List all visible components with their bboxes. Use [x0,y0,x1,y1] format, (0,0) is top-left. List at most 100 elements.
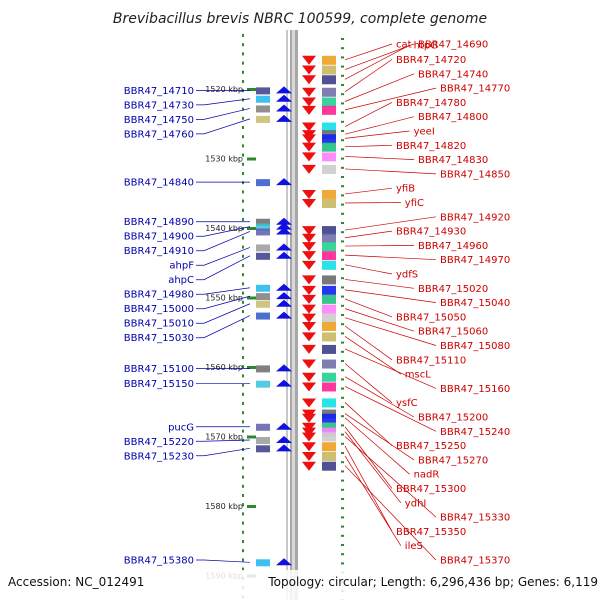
left-gene-leader [196,287,251,295]
right-gene-arrow [302,451,316,461]
right-gene-label: ydfS [396,270,418,281]
ruler-dot [242,392,244,396]
right-gene-leader [344,230,393,239]
right-gene-arrow [302,260,316,270]
left-gene-arrow [276,251,292,259]
track-dot [341,139,344,142]
right-gene-arrow [302,382,316,392]
right-gene-swatch [322,451,336,461]
right-gene-swatch [322,75,336,85]
right-gene-label: BBR47_15250 [396,441,466,452]
right-gene-swatch [322,285,336,295]
right-gene-label: BBR47_14960 [418,241,488,252]
ruler-dot [242,420,244,424]
tick-mark [247,296,256,300]
right-gene-swatch [322,422,336,432]
ruler-dot [242,475,244,479]
topology-text: Topology: circular; Length: 6,296,436 bp… [267,575,598,589]
right-gene-leader [344,59,393,93]
map-title: Brevibacillus brevis NBRC 100599, comple… [113,11,487,27]
track-dot [341,498,344,500]
right-gene-swatch [322,97,336,107]
left-gene-leader [196,315,251,339]
left-gene-label: BBR47_15000 [124,304,194,315]
left-gene-swatch [256,115,270,123]
right-gene-swatch [322,359,336,369]
track-dot [341,406,344,408]
right-gene-arrow [302,313,316,323]
right-gene-arrow [302,65,316,75]
ruler-dot [242,107,244,111]
right-gene-arrow [302,442,316,452]
left-gene-label: BBR47_14750 [124,115,194,126]
right-gene-arrow [302,251,316,261]
left-gene-leader [196,98,251,106]
right-gene-label: BBR47_15300 [396,484,466,495]
ruler-dot [242,466,244,470]
right-gene-arrow [302,189,316,199]
left-gene-swatch [256,244,270,252]
left-gene-label: BBR47_15150 [124,379,194,390]
track-dot [341,38,344,40]
right-gene-label: BBR47_14740 [418,69,488,80]
tick-label: 1530 kbp [205,155,243,164]
right-gene-label: BBR47_15370 [440,556,510,567]
tick-mark [247,157,256,161]
right-gene-leader [344,417,410,475]
track-dot [341,516,344,519]
left-gene-label: BBR47_15220 [124,437,194,448]
ruler-dot [242,494,244,497]
left-gene-label: pucG [168,422,194,433]
right-gene-label: ileS [405,541,423,552]
right-gene-swatch [322,122,336,132]
left-gene-arrow [276,114,292,122]
right-gene-arrow [302,55,316,65]
right-gene-swatch [322,105,336,115]
right-gene-leader [344,325,393,361]
right-gene-label: BBR47_15330 [440,513,510,524]
right-gene-swatch [322,398,336,408]
left-gene-arrow [276,299,292,307]
right-gene-label: cat [396,40,412,51]
right-gene-label: ysfC [396,398,418,409]
track-dot [341,102,344,105]
track-dot [341,525,344,528]
right-gene-leader [344,102,393,127]
track-dot [341,194,344,197]
left-gene-arrow [276,292,292,300]
tick-mark [247,88,256,91]
track-dot [341,120,344,123]
right-gene-arrow [302,97,316,107]
right-gene-swatch [322,189,336,199]
right-gene-leader [344,376,415,418]
ruler-dot [242,503,244,507]
left-gene-swatch [256,445,270,453]
right-gene-label: BBR47_14830 [418,155,488,166]
left-gene-label: BBR47_14840 [124,178,194,189]
tick-mark [247,366,256,369]
right-gene-label: BBR47_15040 [440,298,510,309]
right-gene-label: BBR47_15020 [418,284,488,295]
track-dot [341,240,344,243]
right-gene-swatch [322,152,336,162]
right-gene-label: BBR47_14720 [396,55,466,66]
left-gene-swatch [256,95,270,103]
track-dot [341,424,344,427]
right-gene-leader [344,264,393,275]
track-dot [341,148,344,151]
track-dot [341,222,344,224]
right-gene-label: BBR47_15270 [418,455,488,466]
ruler-dot [242,337,244,341]
track-dot [341,415,344,418]
right-gene-arrow [302,285,316,295]
track-dot [341,461,344,464]
track-dot [341,314,344,316]
left-gene-leader [196,108,251,120]
right-gene-leader [344,144,393,148]
right-gene-leader [344,336,401,375]
right-gene-label: BBR47_14850 [440,169,510,180]
left-gene-leader [196,439,251,442]
tick-label: 1560 kbp [205,363,243,372]
left-gene-labels: BBR47_14710BBR47_14730BBR47_14750BBR47_1… [124,86,194,567]
